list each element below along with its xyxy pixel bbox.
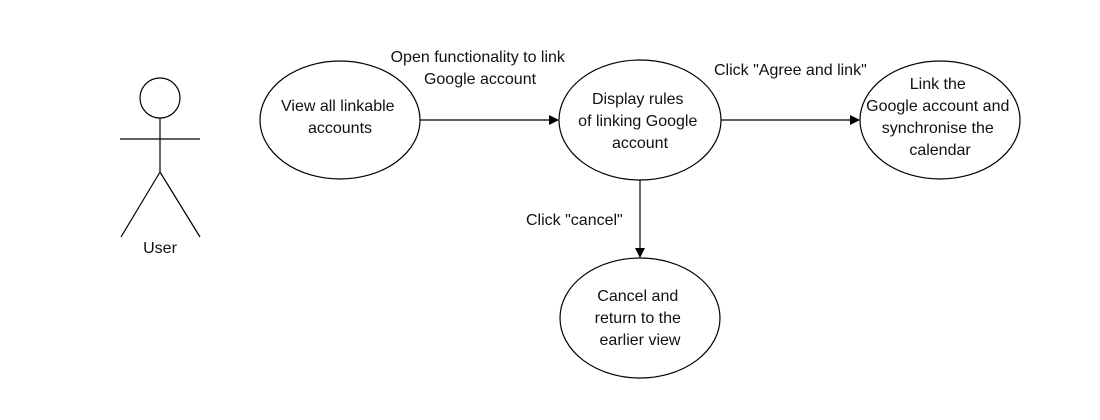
actor-head xyxy=(139,77,181,119)
actor-left-leg xyxy=(120,171,161,238)
usecase-display-rules-label: Display rules of linking Google account xyxy=(578,91,702,152)
actor-label: User xyxy=(143,240,177,257)
usecase-cancel-return-label: Cancel and return to the earlier view xyxy=(595,288,686,349)
actor-user: User xyxy=(120,77,201,257)
edge-cancel-label: Click "cancel" xyxy=(526,212,623,229)
usecase-cancel-return xyxy=(559,257,721,379)
actor-right-leg xyxy=(159,171,201,238)
usecase-link-account-label: Link the Google account and synchronise … xyxy=(866,76,1014,159)
edge-agree-link-label: Click "Agree and link" xyxy=(714,62,867,79)
edge-open-link-label: Open functionality to link Google accoun… xyxy=(391,49,570,88)
usecase-view-accounts-label: View all linkable accounts xyxy=(281,98,399,137)
usecase-link-account xyxy=(859,60,1021,180)
